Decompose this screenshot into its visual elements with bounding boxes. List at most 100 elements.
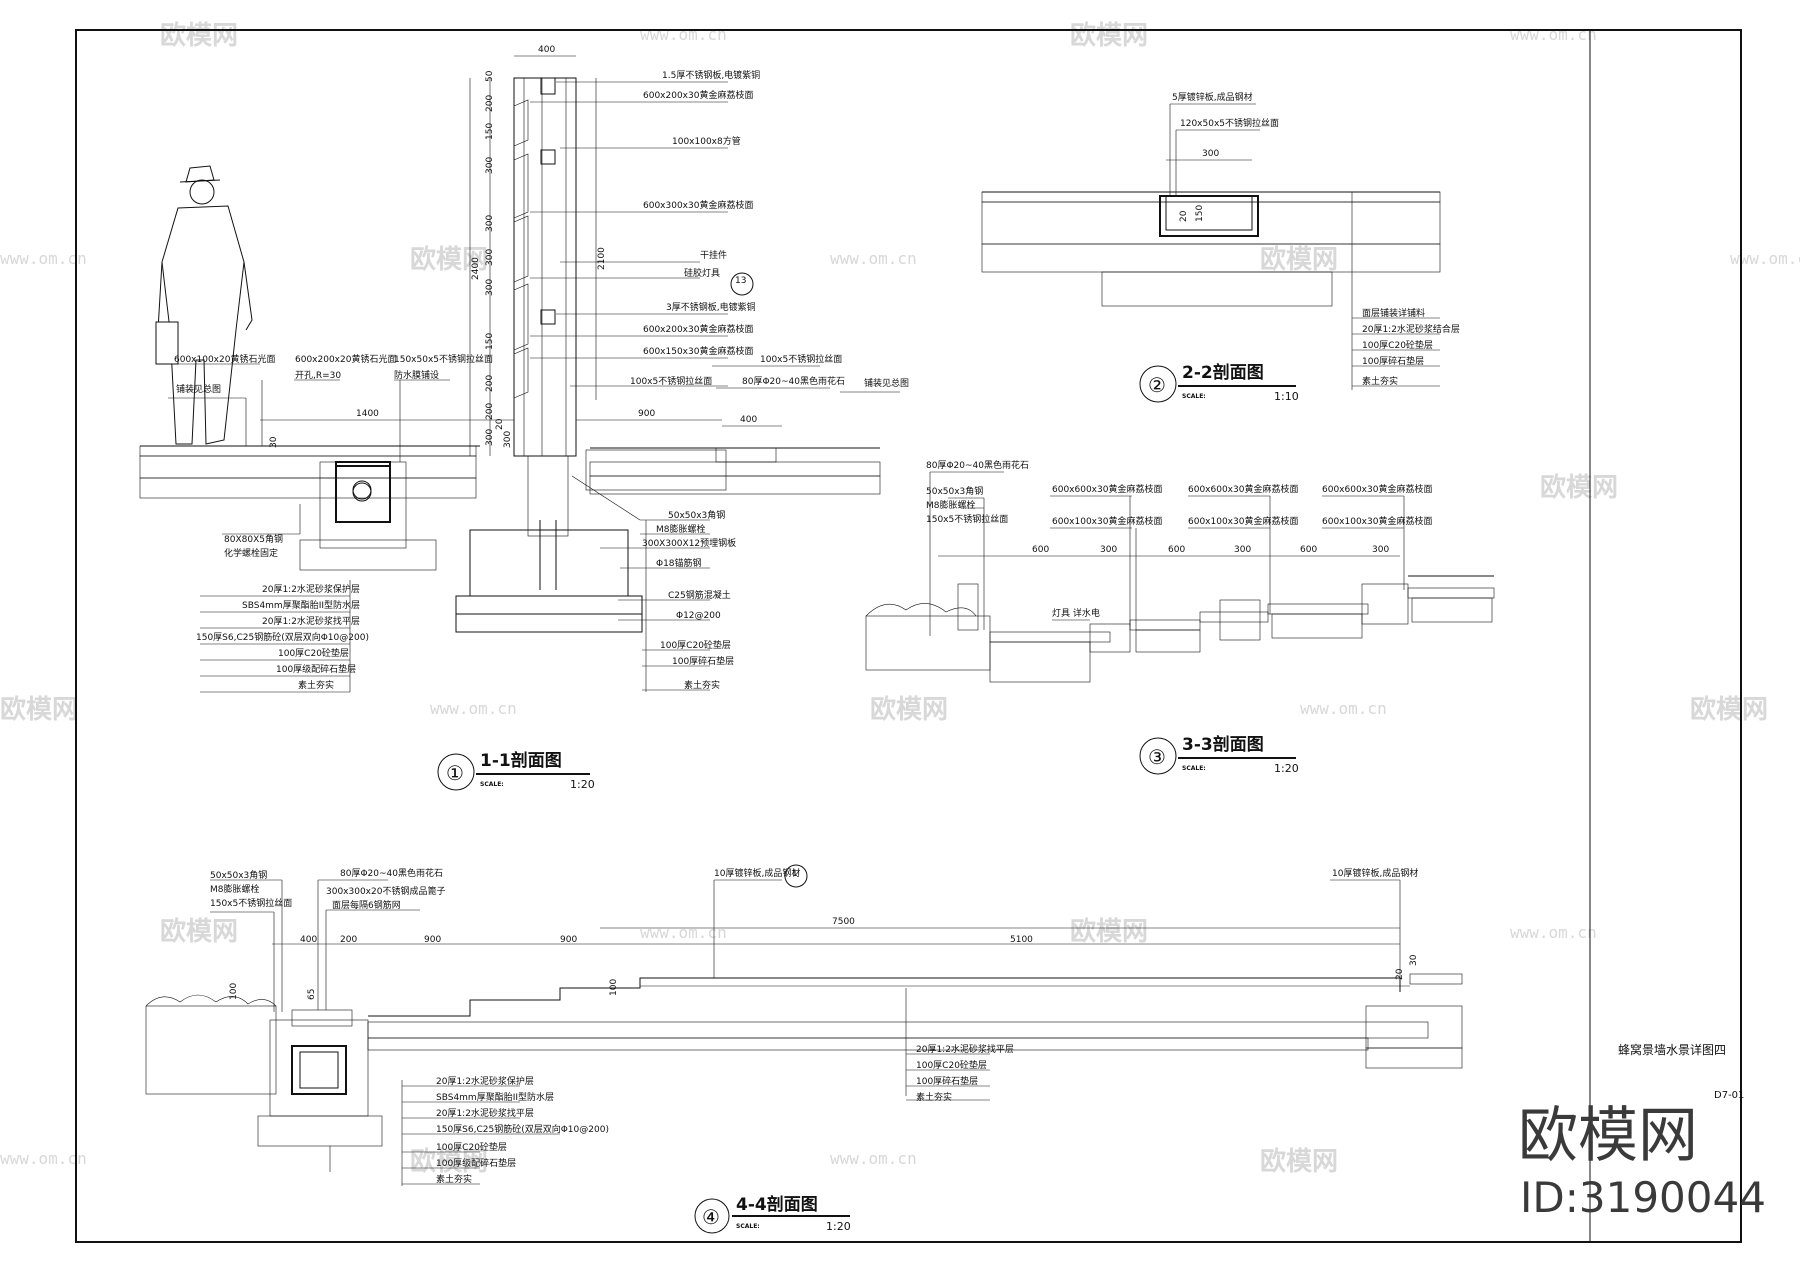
inner-height: 2100 [597,247,607,270]
label: 10厚镀锌板,成品钢材 [714,867,800,879]
dim: 300 [1100,545,1117,555]
dim: 900 [424,935,441,945]
watermark-small: www.om.cn [1510,923,1597,942]
detail-mark: 13 [735,276,746,286]
label: 120x50x5不锈钢拉丝面 [1180,117,1279,129]
scale-label: SCALE: [736,1223,760,1230]
section-number-circle [437,753,475,791]
planting-bed [1361,583,1409,625]
watermark-small: www.om.cn [640,923,727,942]
label: M8膨胀螺栓 [656,523,706,535]
watermark: 欧模网 [160,20,238,51]
label: 10厚镀锌板,成品钢材 [1332,867,1418,879]
section-title: 4-4剖面图 [736,1194,818,1215]
watermark-small: www.om.cn [830,249,917,268]
label: 50x50x3角钢 [210,869,267,881]
label: 素土夯实 [436,1173,472,1185]
watermark: 欧模网 [410,1146,488,1177]
section-scale: 1:20 [826,1220,851,1233]
watermark: 欧模网 [1070,20,1148,51]
leader-lines [1352,317,1440,387]
label: M8膨胀螺栓 [926,499,976,511]
detail-callout [784,864,808,888]
label: 100厚C20砼垫层 [436,1141,507,1153]
label: 干挂件 [700,249,727,261]
label: 600x100x30黄金麻荔枝面 [1322,515,1432,527]
drain-pipe [352,480,372,500]
vdim: 200 [485,95,495,112]
wall-panels [513,99,529,399]
logo-text: 欧模网 [1518,1101,1698,1171]
label: SBS4mm厚聚酯胎II型防水层 [242,599,360,611]
label: 防水膜铺设 [394,369,439,381]
watermark-small: www.om.cn [640,25,727,44]
hdim: 300 [503,431,513,448]
planting-bed [1219,599,1261,641]
pool-edge-cap [1409,973,1463,985]
drain-box-inner [335,465,391,523]
watermark-small: www.om.cn [1730,249,1800,268]
pebble-band [291,1009,353,1027]
dim: 600 [1168,545,1185,555]
scale-label: SCALE: [480,781,504,788]
label: 150x5不锈钢拉丝面 [210,897,292,909]
label: 80厚Φ20~40黑色雨花石 [926,459,1029,471]
paving-layer [139,445,477,457]
watermark-layer: 欧模网 www.om.cn 欧模网 www.om.cn www.om.cn 欧模… [0,20,1800,1177]
label: Φ12@200 [676,611,721,621]
label: 600x300x30黄金麻荔枝面 [643,199,753,211]
wall-footing [469,529,629,597]
mortar-layer [139,455,477,479]
watermark: 欧模网 [0,694,78,725]
dim: 600 [1300,545,1317,555]
vdim: 100 [609,979,619,996]
label: 600x200x30黄金麻荔枝面 [643,323,753,335]
label: 600x100x20黄锈石光面 [174,353,275,365]
base-layer [1411,597,1493,623]
dim: 200 [340,935,357,945]
hdim: 900 [638,409,655,419]
drain-channel-inner [1165,195,1253,231]
foundation-step [1101,271,1333,307]
sheet-border [75,29,1742,1243]
vdim: 150 [485,333,495,350]
drain-basin [269,1019,369,1117]
vdim: 200 [485,375,495,392]
logo-id: ID:3190044 [1520,1173,1766,1222]
vdim: 300 [485,215,495,232]
label: 600x200x20黄锈石光面 [295,353,396,365]
watermark-small: www.om.cn [830,1149,917,1168]
section-number-circle [1139,365,1177,403]
dim: 300 [1234,545,1251,555]
human-figure [155,165,253,445]
label: 100厚碎石垫层 [916,1075,978,1087]
total-height: 2400 [471,257,481,280]
label: 600x100x30黄金麻荔枝面 [1188,515,1298,527]
wall-bracket [540,149,556,165]
section-title: 2-2剖面图 [1182,362,1264,383]
vdim: 200 [485,403,495,420]
label: 600x100x30黄金麻荔枝面 [1052,515,1162,527]
pool-surface [368,977,1401,1017]
watermark: 欧模网 [1540,472,1618,503]
hdim: 1400 [356,409,379,419]
section-number-circle [694,1198,730,1234]
hdim: 20 [495,418,505,430]
wall-bracket [540,309,556,325]
label: 灯具 详水电 [1052,607,1100,619]
drain-box [335,461,391,523]
vdim: 30 [1409,954,1419,966]
basin-foundation [257,1115,383,1147]
paving-step [1407,587,1495,599]
label: 80厚Φ20~40黑色雨花石 [742,375,845,387]
vdim: 150 [485,123,495,140]
leader-lines [329,1085,560,1185]
drain-box-inner [299,1051,339,1089]
label: 3厚不锈钢板,电镀紫铜 [666,301,756,313]
gravel-layer [139,477,477,499]
label: 20厚1:2水泥砂浆结合层 [1362,323,1460,335]
label: 80X80X5角钢 [224,533,283,545]
dim: 300 [1372,545,1389,555]
label: 100厚C20砼垫层 [660,639,731,651]
